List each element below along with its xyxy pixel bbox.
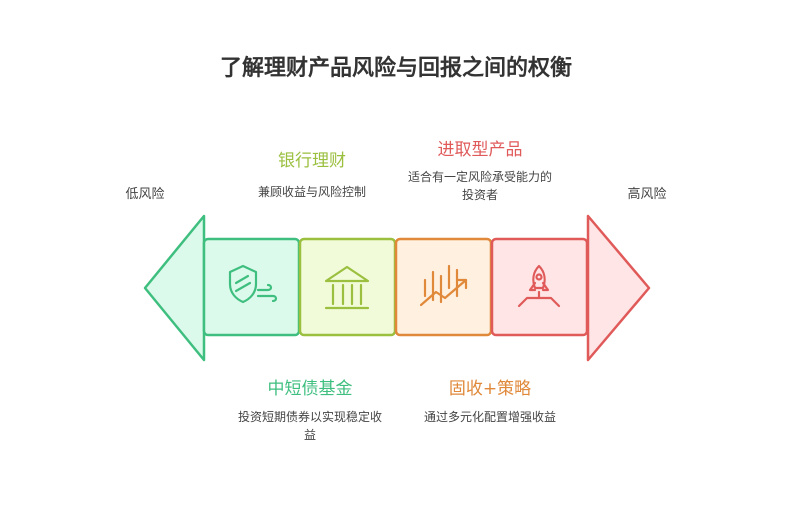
left-arrowhead: [143, 214, 206, 362]
aggressive-product-desc: 适合有一定风险承受能力的投资者: [407, 170, 552, 202]
fixed-income-plus-desc: 通过多元化配置增强收益: [423, 410, 556, 424]
chart-icon: [419, 264, 468, 307]
segment-short-bond-fund: [202, 237, 301, 337]
bank-icon: [324, 265, 370, 310]
aggressive-product-heading: 进取型产品: [437, 140, 523, 160]
segment-bank-wealth: [298, 237, 397, 337]
right-arrowhead: [586, 214, 651, 362]
high-risk-label: 高风险: [627, 187, 667, 202]
low-risk-label: 低风险: [125, 187, 165, 202]
page-title: 了解理财产品风险与回报之间的权衡: [219, 56, 572, 81]
rocket-icon: [517, 264, 561, 308]
shield-icon: [228, 264, 278, 304]
short-bond-fund-desc: 投资短期债券以实现稳定收益: [237, 410, 382, 442]
bank-wealth-heading: 银行理财: [278, 151, 346, 171]
bank-wealth-desc: 兼顾收益与风险控制: [257, 185, 366, 199]
fixed-income-plus-heading: 固收+策略: [448, 379, 532, 399]
segment-fixed-income-plus: [394, 237, 493, 337]
short-bond-fund-heading: 中短债基金: [267, 379, 353, 399]
